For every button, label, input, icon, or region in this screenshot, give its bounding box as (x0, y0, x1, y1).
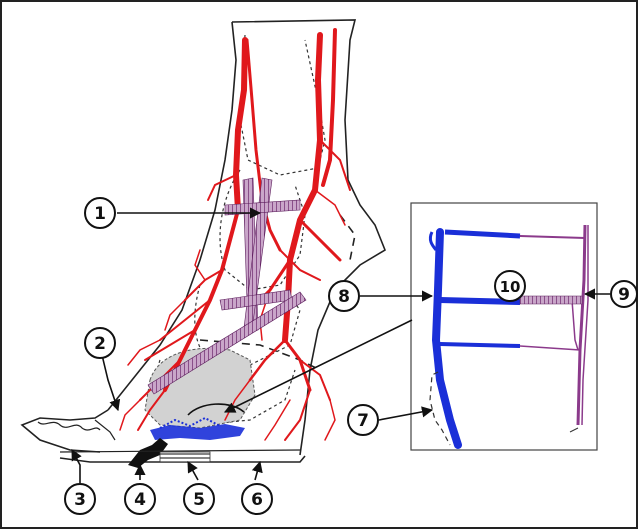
svg-text:3: 3 (74, 490, 86, 510)
svg-text:6: 6 (251, 490, 263, 510)
callout-1: 1 (85, 198, 115, 228)
callout-4: 4 (125, 484, 155, 514)
callout-8: 8 (329, 281, 359, 311)
callout-3: 3 (65, 484, 95, 514)
callout-5: 5 (184, 484, 214, 514)
sole-hatched-region (160, 452, 210, 462)
svg-text:7: 7 (357, 411, 369, 431)
callout-7: 7 (348, 405, 378, 435)
svg-text:1: 1 (94, 204, 106, 224)
callout-6: 6 (242, 484, 272, 514)
svg-text:10: 10 (500, 278, 521, 296)
inset-box (411, 203, 597, 450)
svg-text:9: 9 (618, 285, 630, 305)
callout-9: 9 (611, 281, 637, 307)
svg-text:8: 8 (338, 287, 350, 307)
callout-10: 10 (495, 271, 525, 301)
inset-pointer-line (225, 320, 412, 412)
callout-5-line (188, 462, 198, 480)
svg-text:5: 5 (193, 490, 205, 510)
callout-2: 2 (85, 328, 115, 358)
svg-text:2: 2 (94, 334, 106, 354)
callout-2-line (102, 355, 118, 410)
callout-6-line (255, 462, 260, 480)
hoof-wall-lines (38, 422, 100, 430)
svg-text:4: 4 (134, 490, 146, 510)
callout-3-line (72, 450, 80, 483)
